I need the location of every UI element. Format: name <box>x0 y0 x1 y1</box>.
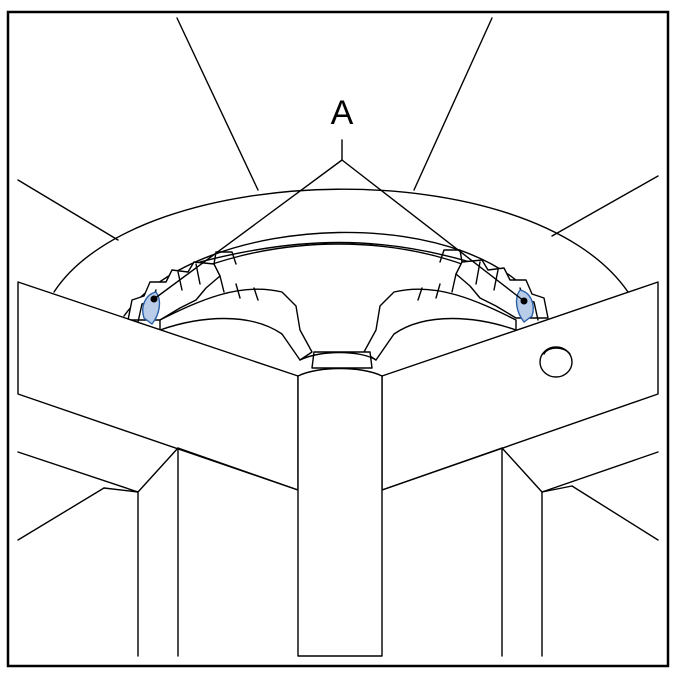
center-hub <box>299 351 377 369</box>
left-lower-structure <box>17 447 299 657</box>
right-lower-structure <box>381 447 659 657</box>
callout-leaders <box>153 139 525 302</box>
callout-label-a: A <box>331 94 354 132</box>
vertical-post <box>297 367 383 657</box>
bolt-head <box>539 346 573 378</box>
background-lines <box>17 17 659 541</box>
